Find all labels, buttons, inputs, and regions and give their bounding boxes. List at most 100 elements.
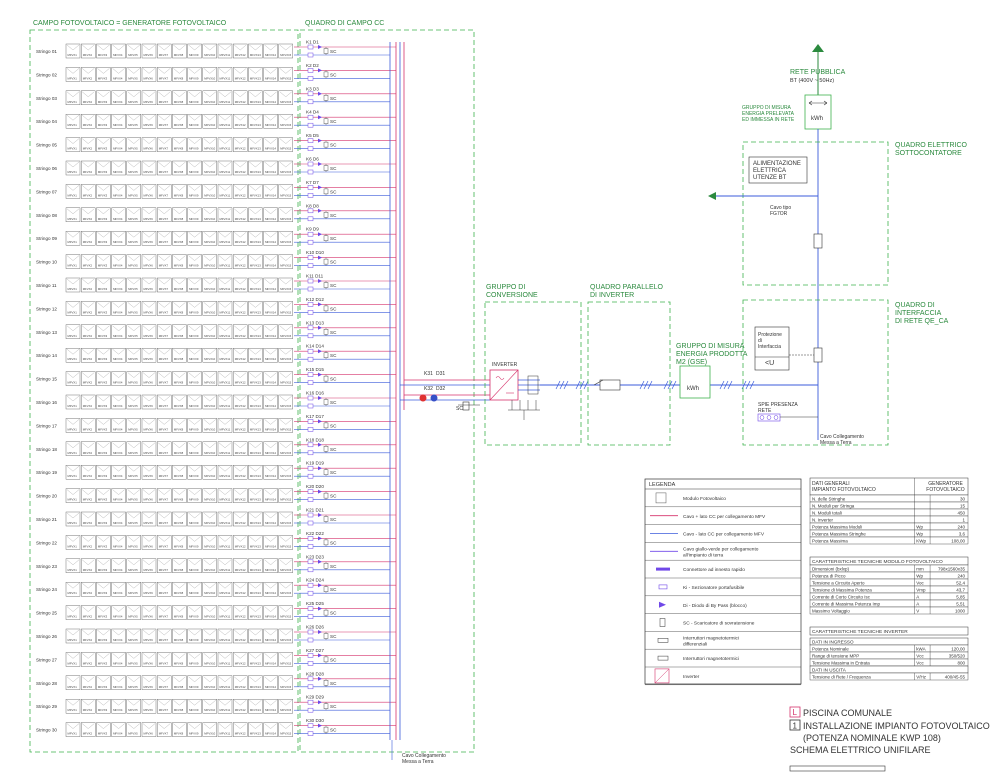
svg-text:MFVX8: MFVX8 xyxy=(174,732,184,736)
pv-module-icon: MFVX7 xyxy=(156,254,172,269)
svg-text:MFVX15: MFVX15 xyxy=(280,193,291,197)
svg-text:MFVX7: MFVX7 xyxy=(159,615,169,619)
diode-icon xyxy=(318,466,322,471)
svg-text:MFVX5: MFVX5 xyxy=(128,568,138,572)
pv-module-icon: MFVX6 xyxy=(141,699,157,714)
svg-text:MFVX10: MFVX10 xyxy=(204,568,215,572)
svg-text:MFVX1: MFVX1 xyxy=(68,591,78,595)
pv-module-icon: MFVX1 xyxy=(65,511,81,527)
table-cell-label: Potenza Massima xyxy=(812,538,848,543)
svg-text:MFVX5: MFVX5 xyxy=(128,53,138,57)
pv-module-icon: MFVX9 xyxy=(187,160,202,176)
svg-text:MFVX7: MFVX7 xyxy=(159,544,169,548)
svg-text:MFVX12: MFVX12 xyxy=(235,76,246,80)
string-label: Stringo 09 xyxy=(36,236,57,241)
fuse-icon xyxy=(307,91,314,97)
svg-text:MFVX12: MFVX12 xyxy=(235,732,246,736)
pv-module-icon: MFVX13 xyxy=(248,511,263,527)
svg-text:MFVX15: MFVX15 xyxy=(280,638,291,642)
svg-text:MFVX2: MFVX2 xyxy=(83,287,93,291)
svg-text:MFVX15: MFVX15 xyxy=(280,521,291,525)
table-cell-unit: V xyxy=(916,608,919,613)
spie-1: SPIE PRESENZA xyxy=(758,402,798,408)
svg-text:MFVX12: MFVX12 xyxy=(235,474,246,478)
cable-hatch xyxy=(559,380,565,390)
svg-text:MFVX11: MFVX11 xyxy=(220,381,231,385)
sc-arrester-icon xyxy=(323,329,329,335)
pv-module-icon: MFVX13 xyxy=(248,137,263,152)
pv-module-icon: MFVX1 xyxy=(65,301,81,316)
svg-text:MFVX5: MFVX5 xyxy=(128,638,138,642)
k-d-label: K5 D5 xyxy=(306,133,319,138)
pv-module-icon: MFVX11 xyxy=(217,535,233,550)
svg-text:MFVX15: MFVX15 xyxy=(280,685,291,689)
svg-text:MFVX5: MFVX5 xyxy=(128,381,138,385)
k-d-label: K4 D4 xyxy=(306,110,319,115)
sotto-boundary xyxy=(742,141,889,286)
svg-text:MFVX10: MFVX10 xyxy=(204,544,215,548)
table-cell-label: Tensione Massima in Entrata xyxy=(812,660,870,665)
svg-text:MFVX13: MFVX13 xyxy=(250,544,261,548)
pv-module-icon: MFVX10 xyxy=(202,441,218,456)
svg-text:MFVX14: MFVX14 xyxy=(265,240,276,244)
table-cell-label: Tensione a Circuito Aperto xyxy=(812,580,865,585)
meter-prod-title-1: GRUPPO DI MISURA xyxy=(676,343,745,350)
svg-text:MFVX9: MFVX9 xyxy=(189,661,199,665)
pv-module-icon: MFVX4 xyxy=(111,230,126,246)
svg-text:MFVX2: MFVX2 xyxy=(83,53,93,57)
k-d-label: K19 D19 xyxy=(306,461,324,466)
pv-module-icon: MFVX1 xyxy=(65,254,81,269)
cable-hatch xyxy=(723,380,729,390)
sc-arrester-icon xyxy=(323,539,329,546)
svg-text:MFVX6: MFVX6 xyxy=(144,451,154,455)
pv-module-icon: MFVX12 xyxy=(232,511,248,527)
pv-module-icon: MFVX3 xyxy=(96,722,111,737)
svg-text:MFVX6: MFVX6 xyxy=(144,615,154,619)
svg-text:MFVX11: MFVX11 xyxy=(220,240,231,244)
pv-module-icon: MFVX8 xyxy=(172,254,187,269)
sc-arrester-icon xyxy=(659,618,666,627)
legend-item-text: differenziali xyxy=(683,641,707,647)
pv-module-icon: MFVX10 xyxy=(202,43,218,59)
pv-module-icon: MFVX6 xyxy=(141,722,157,737)
pv-module-icon: MFVX11 xyxy=(217,277,233,293)
svg-text:MFVX13: MFVX13 xyxy=(250,381,261,385)
svg-text:MFVX12: MFVX12 xyxy=(235,615,246,619)
pv-module-icon: MFVX10 xyxy=(202,137,218,152)
fuse-icon xyxy=(307,68,314,73)
pv-module-icon: MFVX8 xyxy=(172,511,187,527)
pv-module-icon: MFVX12 xyxy=(232,465,248,480)
k-d-label: K20 D20 xyxy=(306,484,324,489)
diode-icon xyxy=(318,559,322,564)
protezione-3: Interfaccia xyxy=(758,344,781,350)
sotto-title-2: SOTTOCONTATORE xyxy=(895,150,962,157)
pv-module-icon: MFVX12 xyxy=(232,207,248,223)
svg-text:MFVX10: MFVX10 xyxy=(204,427,215,431)
sc-arrester-icon xyxy=(323,586,329,592)
pv-module-icon: MFVX11 xyxy=(217,301,233,316)
pv-module-icon: MFVX4 xyxy=(111,441,126,456)
svg-text:MFVX5: MFVX5 xyxy=(128,732,138,736)
svg-text:MFVX2: MFVX2 xyxy=(83,451,93,455)
svg-text:MFVX8: MFVX8 xyxy=(174,310,184,314)
pv-module-icon: MFVX3 xyxy=(96,277,111,293)
pv-module-icon: MFVX11 xyxy=(217,652,233,667)
pv-module-icon: MFVX8 xyxy=(172,652,187,667)
pv-module-icon: MFVX8 xyxy=(172,43,187,59)
svg-text:MFVX10: MFVX10 xyxy=(204,193,215,197)
table-cell-value: 240 xyxy=(957,573,965,578)
svg-text:MFVX2: MFVX2 xyxy=(83,381,93,385)
svg-text:MFVX14: MFVX14 xyxy=(265,708,276,712)
svg-text:MFVX4: MFVX4 xyxy=(113,193,123,197)
svg-text:MFVX8: MFVX8 xyxy=(174,357,184,361)
k-d-label: K30 D30 xyxy=(306,718,324,723)
svg-text:MFVX14: MFVX14 xyxy=(265,217,276,221)
sc-arrester-icon xyxy=(323,563,329,569)
svg-text:MFVX12: MFVX12 xyxy=(235,310,246,314)
fuse-icon xyxy=(307,489,314,494)
svg-text:MFVX1: MFVX1 xyxy=(68,240,78,244)
protezione-2: di xyxy=(758,338,762,344)
pv-module-icon: MFVX2 xyxy=(80,184,96,199)
string-label: Stringo 26 xyxy=(36,634,57,639)
svg-text:MFVX6: MFVX6 xyxy=(144,217,154,221)
